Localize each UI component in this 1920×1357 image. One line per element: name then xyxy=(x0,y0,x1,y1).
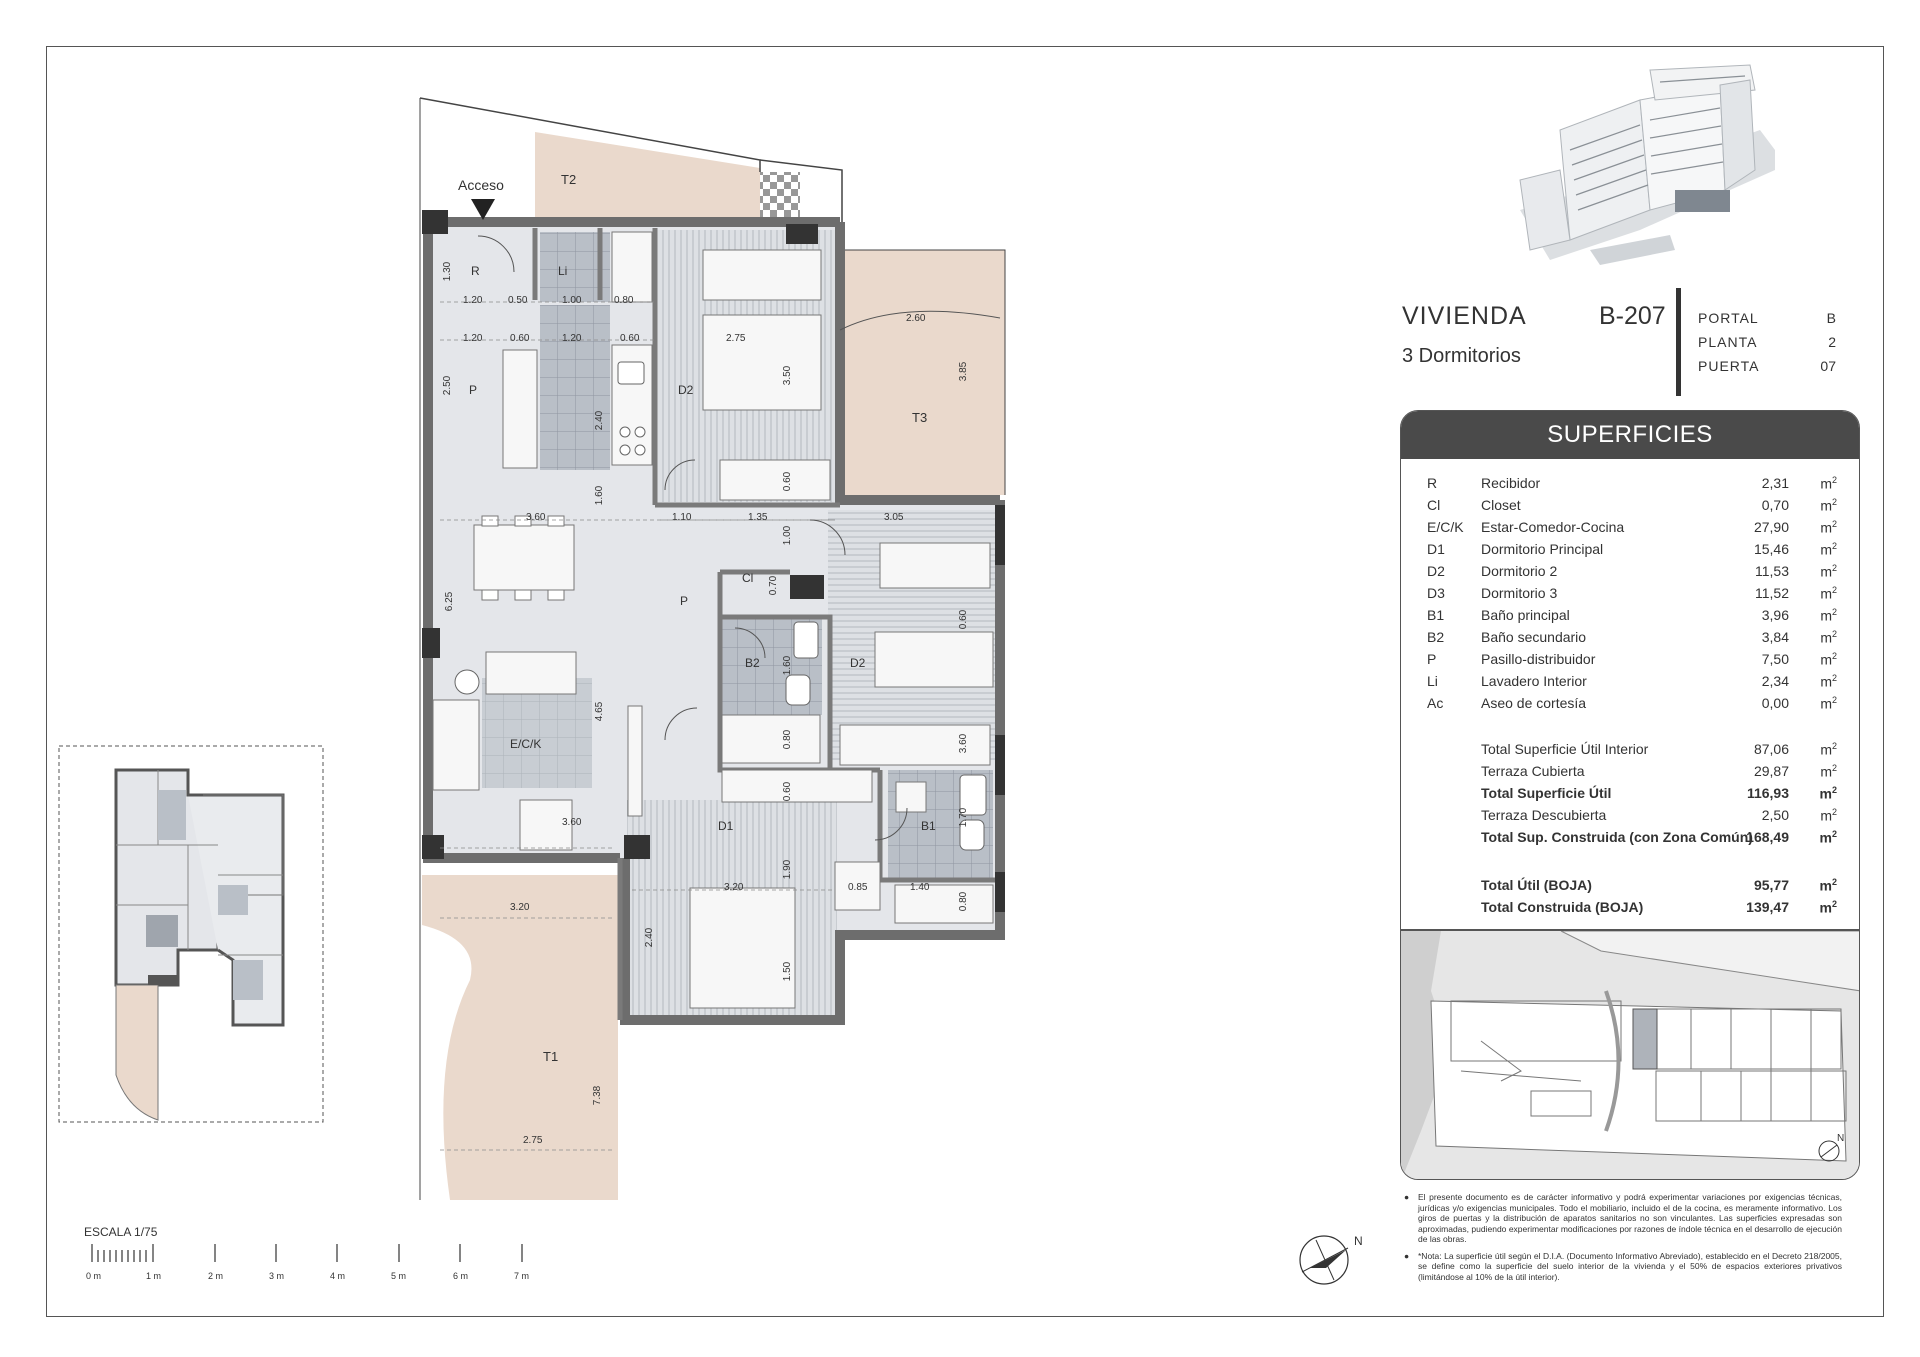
site-unit-highlight xyxy=(1632,1008,1658,1070)
scale-tick-label: 0 m xyxy=(86,1271,102,1281)
scale-tick-label: 2 m xyxy=(208,1271,224,1281)
scale-tick-label: 6 m xyxy=(453,1271,469,1281)
note-paragraph: ●*Nota: La superficie útil según el D.I.… xyxy=(1404,1250,1842,1282)
compass-label: N xyxy=(1354,1234,1363,1248)
info-label-puerta: PUERTA xyxy=(1698,358,1760,374)
terrace-t1 xyxy=(422,875,618,1200)
scale-tick-label: 7 m xyxy=(514,1271,530,1281)
total-row: Total Sup. Construida (con Zona Común)16… xyxy=(1481,829,1837,846)
scale-tick-label: 3 m xyxy=(269,1271,285,1281)
page-frame xyxy=(46,46,1884,1317)
scale-tick-label: 1 m xyxy=(146,1271,162,1281)
building-render-image xyxy=(1519,64,1775,265)
scale-bar xyxy=(91,1244,523,1262)
unit-subtitle: 3 Dormitorios xyxy=(1402,345,1521,367)
north-compass-icon xyxy=(1299,1235,1349,1285)
info-label-portal: PORTAL xyxy=(1698,310,1759,326)
info-value-portal: B xyxy=(1826,310,1836,326)
key-plan xyxy=(58,745,324,1123)
terrace-t2 xyxy=(535,132,760,222)
access-arrow xyxy=(471,199,495,220)
terrace-t3 xyxy=(840,250,1005,495)
header-divider xyxy=(1676,288,1681,396)
site-compass-label: N xyxy=(1837,1133,1845,1144)
panel-divider xyxy=(1401,929,1859,931)
planter xyxy=(760,172,800,224)
info-value-planta: 2 xyxy=(1828,334,1836,350)
disclaimer-notes: ●El presente documento es de carácter in… xyxy=(1402,1192,1842,1288)
superficies-title: SUPERFICIES xyxy=(1401,411,1859,459)
unit-code: B-207 xyxy=(1599,302,1666,330)
scale-title: ESCALA 1/75 xyxy=(84,1225,158,1239)
info-label-planta: PLANTA xyxy=(1698,334,1758,350)
scale-tick-label: 4 m xyxy=(330,1271,346,1281)
unit-title: VIVIENDA xyxy=(1402,302,1527,330)
info-value-puerta: 07 xyxy=(1820,358,1836,374)
site-map xyxy=(1401,931,1859,1179)
note-paragraph: ●El presente documento es de carácter in… xyxy=(1404,1192,1842,1244)
scale-tick-label: 5 m xyxy=(391,1271,407,1281)
